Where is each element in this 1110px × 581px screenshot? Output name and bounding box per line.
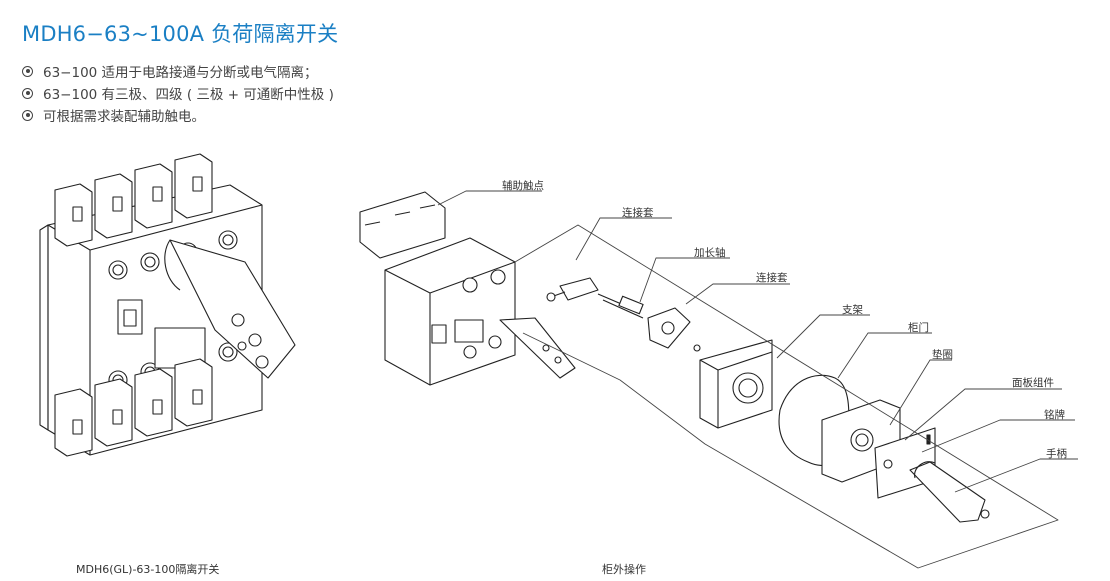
bullet-icon: [22, 109, 33, 121]
bullet-icon: [22, 65, 33, 77]
label-washer: 垫圈: [932, 349, 953, 361]
feature-item: 可根据需求装配辅助触电。: [22, 104, 334, 126]
label-extension-shaft: 加长轴: [694, 247, 726, 259]
label-aux-contact: 辅助触点: [502, 180, 544, 192]
page-title: MDH6−63~100A 负荷隔离开关: [22, 22, 339, 46]
feature-list: 63−100 适用于电路接通与分断或电气隔离； 63−100 有三极、四级 ( …: [22, 60, 334, 126]
feature-item: 63−100 适用于电路接通与分断或电气隔离；: [22, 60, 334, 82]
label-nameplate: 铭牌: [1044, 409, 1065, 421]
label-coupling-sleeve-2: 连接套: [756, 272, 788, 284]
label-bracket: 支架: [842, 304, 863, 316]
caption-external-operation: 柜外操作: [602, 563, 646, 576]
assembly-outline: [514, 224, 1059, 569]
feature-text: 可根据需求装配辅助触电。: [43, 109, 205, 125]
caption-isolating-switch: MDH6(GL)-63-100隔离开关: [76, 563, 220, 576]
label-panel-assembly: 面板组件: [1012, 377, 1054, 389]
label-cabinet-door: 柜门: [908, 322, 929, 334]
feature-text: 63−100 适用于电路接通与分断或电气隔离；: [43, 65, 318, 81]
label-handle: 手柄: [1046, 448, 1067, 460]
bullet-icon: [22, 87, 33, 99]
isolating-switch-drawing: [39, 153, 296, 457]
feature-text: 63−100 有三极、四级 ( 三极 + 可通断中性极 ): [43, 87, 334, 103]
exploded-view-drawing: [359, 191, 990, 523]
leader-lines: [437, 190, 1078, 493]
feature-item: 63−100 有三极、四级 ( 三极 + 可通断中性极 ): [22, 82, 334, 104]
label-coupling-sleeve-1: 连接套: [622, 207, 654, 219]
